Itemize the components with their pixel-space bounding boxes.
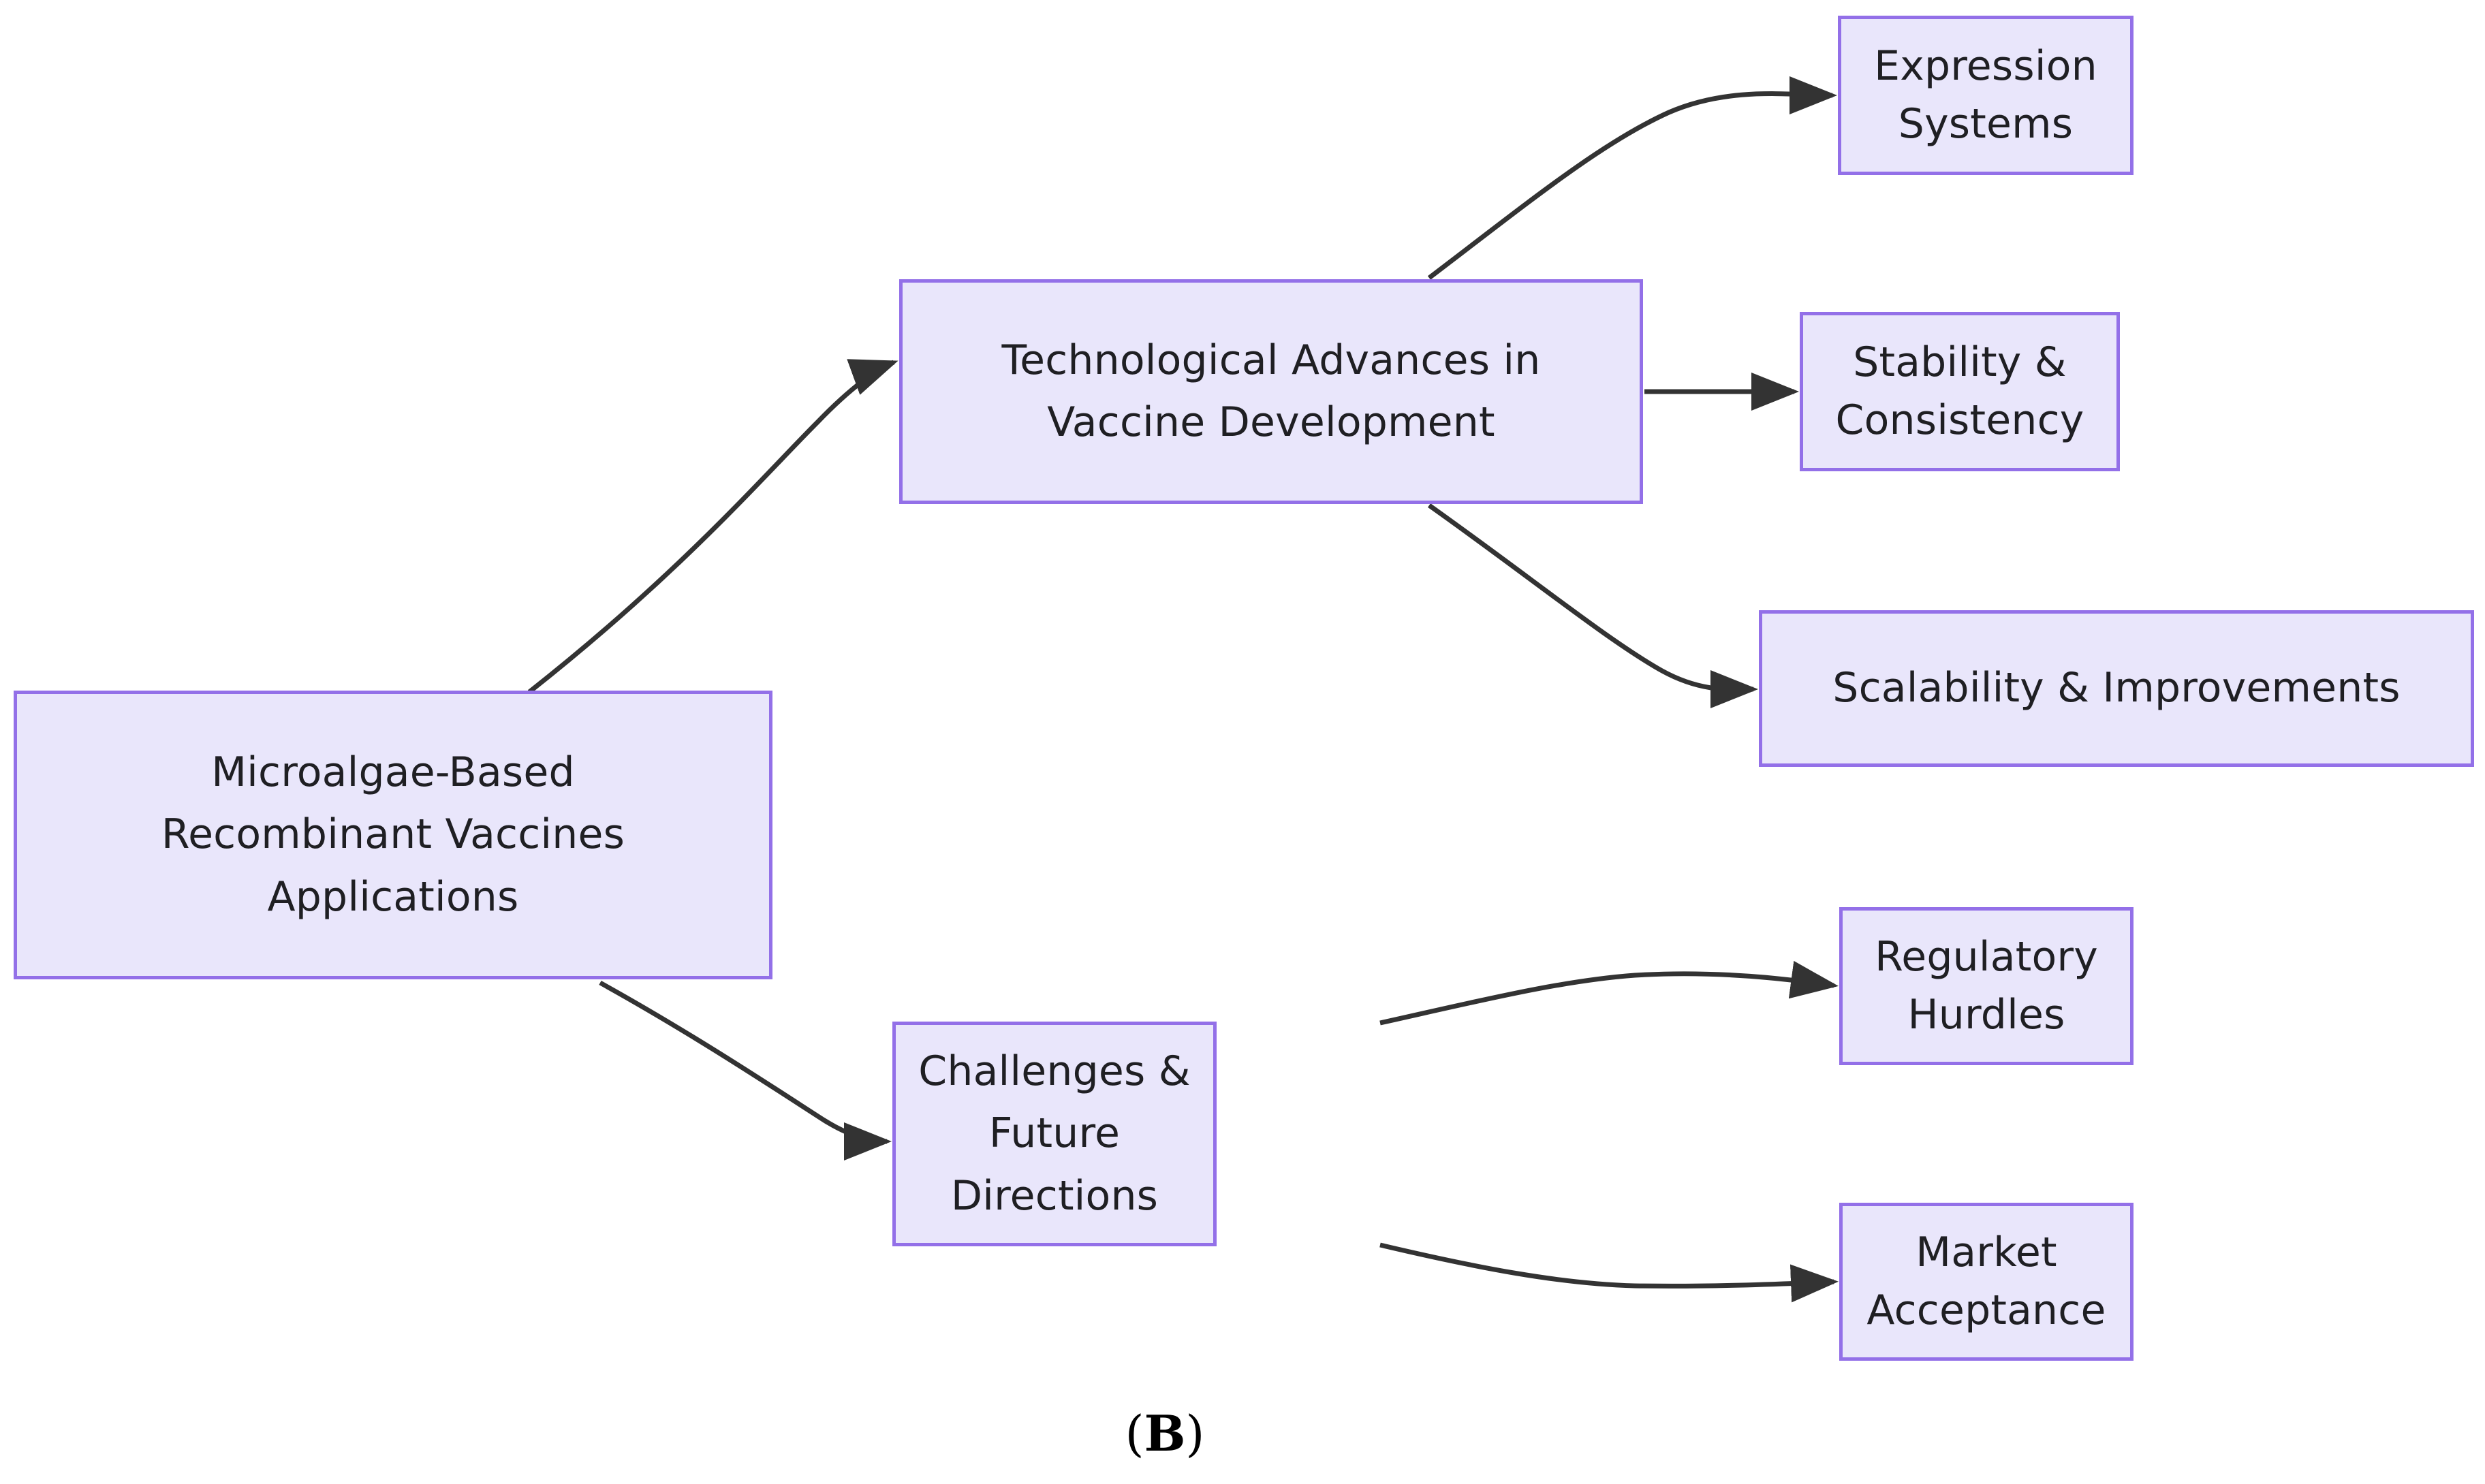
node-microalgae-based-recombinant-vaccines-applications[interactable]: Microalgae-Based Recombinant Vaccines Ap… [14, 691, 772, 979]
figure-caption: (B) [1097, 1404, 1233, 1462]
node-technological-advances-in-vaccine-development[interactable]: Technological Advances in Vaccine Develo… [899, 279, 1643, 504]
node-label: Challenges & Future Directions [918, 1047, 1191, 1220]
node-stability-and-consistency[interactable]: Stability & Consistency [1800, 312, 2120, 471]
edge-root-to-tech [527, 359, 898, 694]
node-label: Expression Systems [1874, 42, 2097, 148]
edge-tech-to-scalability-improvements [1427, 503, 1758, 709]
node-expression-systems[interactable]: Expression Systems [1838, 16, 2134, 175]
edge-challenges-to-market-acceptance [1379, 1242, 1839, 1303]
node-challenges-and-future-directions[interactable]: Challenges & Future Directions [892, 1022, 1217, 1246]
edge-root-to-challenges [599, 980, 892, 1161]
node-label: Technological Advances in Vaccine Develo… [1001, 336, 1541, 446]
node-label: Stability & Consistency [1835, 338, 2084, 444]
node-label: Microalgae-Based Recombinant Vaccines Ap… [161, 748, 625, 921]
node-label: Regulatory Hurdles [1875, 932, 2098, 1039]
node-scalability-and-improvements[interactable]: Scalability & Improvements [1759, 610, 2474, 767]
caption-paren-close: ) [1185, 1405, 1205, 1462]
node-market-acceptance[interactable]: Market Acceptance [1839, 1203, 2134, 1361]
node-regulatory-hurdles[interactable]: Regulatory Hurdles [1839, 907, 2134, 1065]
node-label: Scalability & Improvements [1832, 664, 2401, 712]
edge-challenges-to-regulatory-hurdles [1379, 960, 1839, 1026]
caption-letter: B [1144, 1404, 1186, 1462]
caption-paren-open: ( [1125, 1405, 1144, 1462]
node-label: Market Acceptance [1866, 1228, 2106, 1334]
edge-tech-to-expression-systems [1427, 76, 1837, 280]
